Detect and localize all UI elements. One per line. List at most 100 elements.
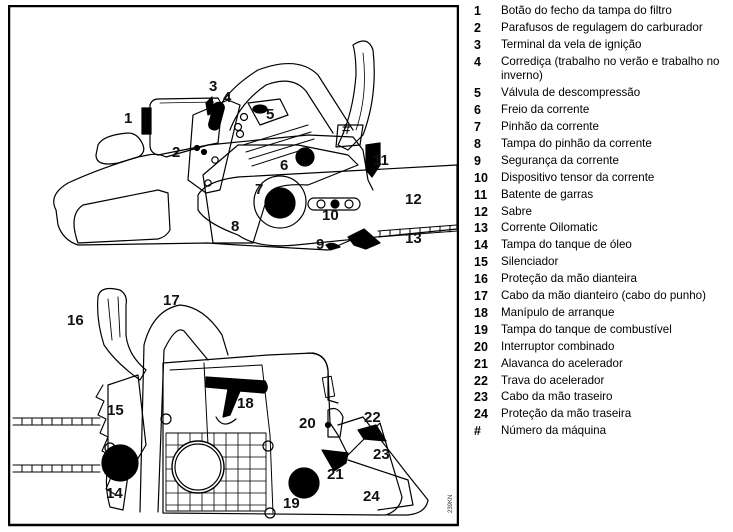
legend-number: # <box>474 424 481 439</box>
legend-text: Cabo da mão traseiro <box>501 390 613 404</box>
legend-number: 14 <box>474 238 488 253</box>
callout-6: 6 <box>280 157 289 174</box>
legend-text: Pinhão da corrente <box>501 120 599 134</box>
cylinder-fins <box>242 124 315 167</box>
chainsaw-diagram: 1 2 3 4 5 6 7 8 9 10 11 12 13 14 15 16 1… <box>8 5 459 527</box>
legend-item: 7 Pinhão da corrente <box>474 120 733 135</box>
legend-number: 16 <box>474 272 488 287</box>
legend-text: Corrediça (trabalho no verão e trabalho … <box>501 54 720 83</box>
front-handle <box>139 304 229 513</box>
callout-8: 8 <box>231 218 240 235</box>
tensioner-slot <box>307 197 361 211</box>
legend-number: 11 <box>474 187 488 202</box>
legend-number: 3 <box>474 37 481 52</box>
legend-text: Interruptor combinado <box>501 339 615 353</box>
callout-19: 19 <box>283 495 300 512</box>
callout-11: 11 <box>373 152 389 169</box>
parts-legend: 1 Botão do fecho da tampa do filtro 2 Para… <box>474 4 733 441</box>
oil-tank-cap <box>101 444 139 482</box>
callout-12: 12 <box>405 191 422 208</box>
legend-text: Botão do fecho da tampa do filtro <box>501 4 672 17</box>
callout-18: 18 <box>237 395 254 412</box>
callout-14: 14 <box>106 485 123 502</box>
legend-number: 6 <box>474 103 481 118</box>
summer-winter-slider <box>208 101 225 131</box>
chainsaw-front-view <box>12 287 429 519</box>
legend-number: 23 <box>474 390 488 405</box>
front-handguard <box>97 287 147 381</box>
legend-text: Proteção da mão dianteira <box>501 272 637 286</box>
chain-teeth <box>379 225 451 238</box>
callout-20: 20 <box>299 415 316 432</box>
legend-number: 15 <box>474 255 488 270</box>
callout-15: 15 <box>107 402 124 419</box>
legend-number: 10 <box>474 170 488 185</box>
callout-machine-number: # <box>342 121 351 138</box>
legend-number: 20 <box>474 339 488 354</box>
legend-item: 23 Cabo da mão traseiro <box>474 390 733 405</box>
legend-text: Corrente Oilomatic <box>501 221 598 235</box>
legend-item: # Número da máquina <box>474 424 733 439</box>
legend-item: 8 Tampa do pinhão da corrente <box>474 137 733 152</box>
legend-number: 9 <box>474 153 481 168</box>
legend-number: 18 <box>474 305 488 320</box>
callout-1: 1 <box>124 110 133 127</box>
legend-text: Tampa do tanque de combustível <box>501 322 672 336</box>
legend-item: 13 Corrente Oilomatic <box>474 221 733 236</box>
legend-text: Sabre <box>501 204 532 218</box>
figure-frame <box>8 5 459 527</box>
legend-number: 5 <box>474 86 481 101</box>
legend-item: 11 Batente de garras <box>474 188 733 203</box>
legend-text: Proteção da mão traseira <box>501 407 632 421</box>
legend-number: 21 <box>474 356 488 371</box>
callout-4: 4 <box>223 89 232 106</box>
diagram-drawing <box>8 5 459 527</box>
legend-text: Tampa do pinhão da corrente <box>501 137 652 151</box>
bumper-spike <box>365 142 381 178</box>
callout-5: 5 <box>266 106 275 123</box>
legend-text: Válvula de descompressão <box>501 86 641 100</box>
sprocket-ring <box>253 175 307 229</box>
legend-text: Batente de garras <box>501 187 594 201</box>
legend-number: 17 <box>474 289 488 304</box>
legend-number: 13 <box>474 221 488 236</box>
legend-item: 5 Válvula de descompressão <box>474 86 733 101</box>
sprocket-pinion <box>264 187 296 219</box>
legend-item: 20 Interruptor combinado <box>474 340 733 355</box>
callout-2: 2 <box>172 144 181 161</box>
legend-text: Terminal da vela de ignição <box>501 37 642 51</box>
callout-7: 7 <box>255 181 264 198</box>
legend-item: 3 Terminal da vela de ignição <box>474 38 733 53</box>
spark-plug-terminal <box>205 96 215 116</box>
legend-number: 24 <box>474 407 488 422</box>
callout-22: 22 <box>364 409 381 426</box>
starter-housing-circle <box>171 440 225 494</box>
legend-text: Segurança da corrente <box>501 153 619 167</box>
callout-9: 9 <box>316 236 325 253</box>
throttle-trigger <box>321 449 349 472</box>
legend-item: 16 Proteção da mão dianteira <box>474 272 733 287</box>
decompression-valve <box>252 104 268 114</box>
chain-catcher <box>347 228 381 250</box>
callout-24: 24 <box>363 488 380 505</box>
legend-item: 9 Segurança da corrente <box>474 154 733 169</box>
legend-number: 7 <box>474 120 481 135</box>
legend-text: Cabo da mão dianteiro (cabo do punho) <box>501 289 706 303</box>
legend-number: 2 <box>474 20 481 35</box>
callout-23: 23 <box>373 446 390 463</box>
front-chain-teeth <box>21 417 93 473</box>
legend-text: Parafusos de regulagem do carburador <box>501 20 703 34</box>
legend-number: 1 <box>474 4 481 18</box>
legend-item: 2 Parafusos de regulagem do carburador <box>474 21 733 36</box>
legend-text: Número da máquina <box>501 424 607 438</box>
legend-number: 8 <box>474 137 481 152</box>
chain-brake-knob <box>295 147 315 167</box>
